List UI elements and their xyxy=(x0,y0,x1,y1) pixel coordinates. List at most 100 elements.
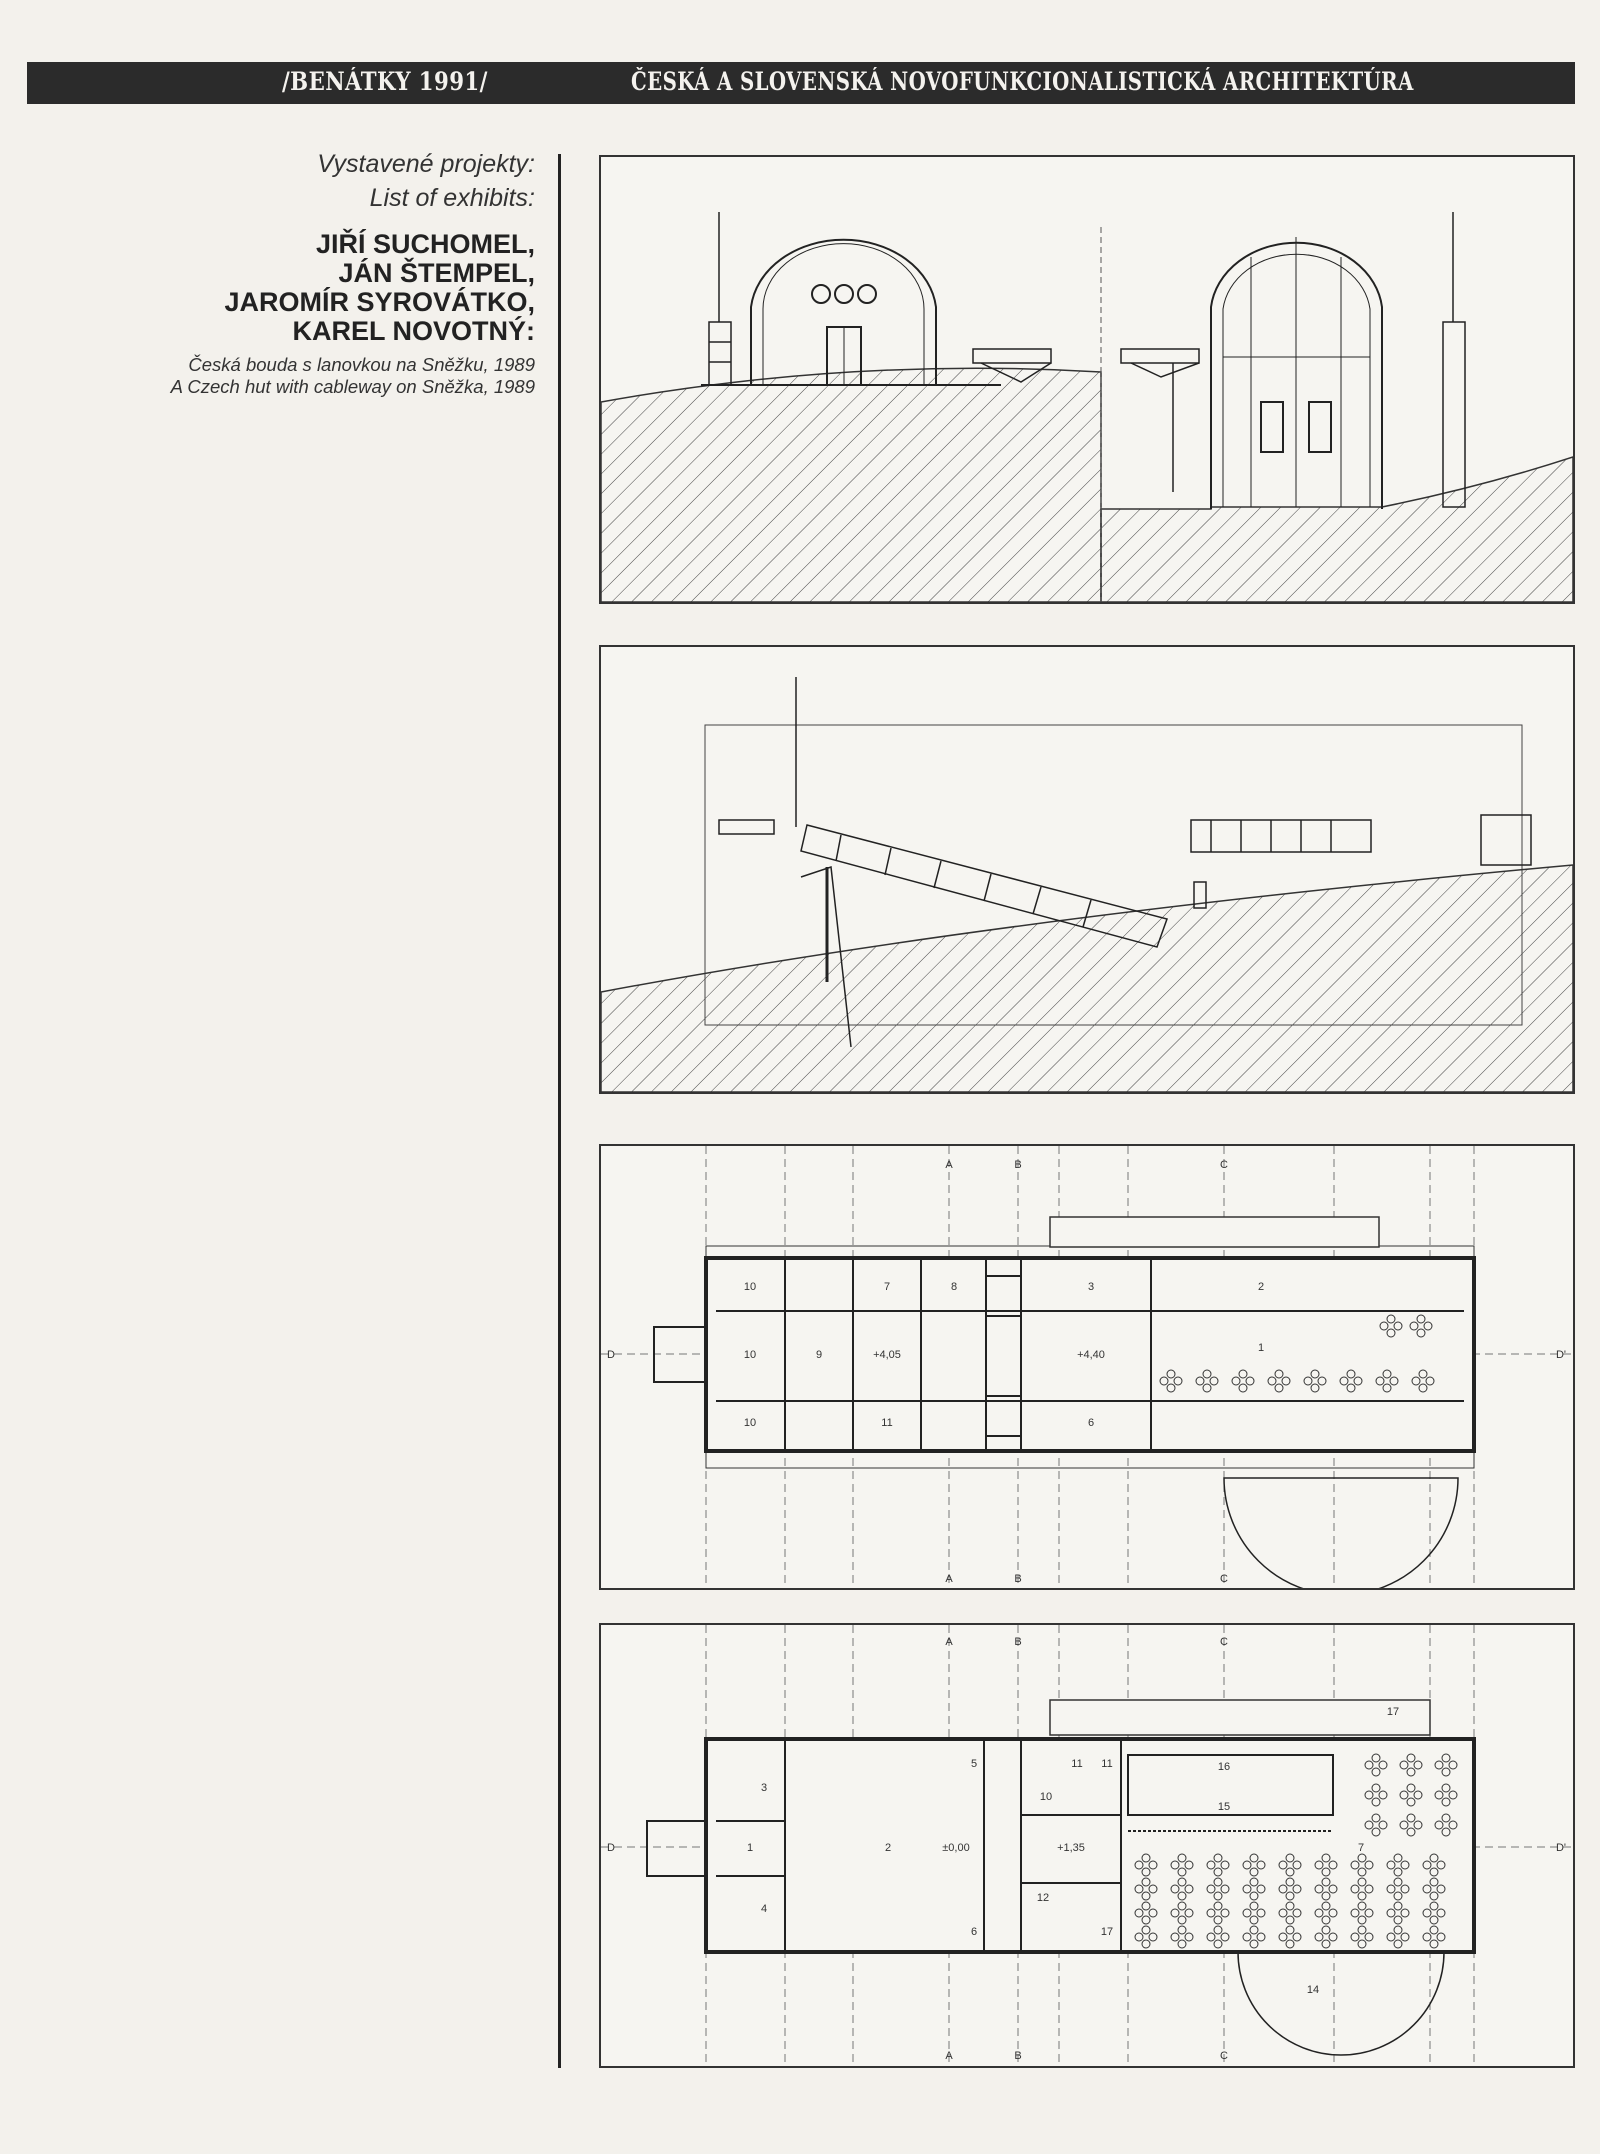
table-chairs-icon xyxy=(1242,1901,1266,1925)
room-number: 1 xyxy=(1258,1342,1264,1354)
table-chairs-icon xyxy=(1350,1877,1374,1901)
table-chairs-icon xyxy=(1314,1877,1338,1901)
table-groups xyxy=(1159,1314,1435,1393)
room-number: 17 xyxy=(1387,1706,1399,1718)
table-chairs-icon xyxy=(1386,1853,1410,1877)
axis-label-b: B xyxy=(1014,1636,1021,1648)
table-chairs-icon xyxy=(1434,1753,1458,1777)
table-chairs-icon xyxy=(1278,1925,1302,1949)
room-number: 1 xyxy=(747,1842,753,1854)
author-name: JÁN ŠTEMPEL, xyxy=(338,258,535,288)
table-chairs-icon xyxy=(1386,1901,1410,1925)
table-chairs-icon xyxy=(1350,1853,1374,1877)
room-number: 10 xyxy=(744,1281,756,1293)
table-chairs-icon xyxy=(1242,1925,1266,1949)
table-chairs-icon xyxy=(1159,1369,1183,1393)
windows xyxy=(718,814,1532,909)
room-number: 4 xyxy=(761,1903,767,1915)
slope-ground xyxy=(601,864,1573,1092)
table-chairs-icon xyxy=(1350,1925,1374,1949)
room-number: 2 xyxy=(885,1842,891,1854)
section-label-d2: D' xyxy=(1556,1349,1566,1361)
level-mark: ±0,00 xyxy=(942,1842,969,1854)
axis-label-c: C xyxy=(1220,2050,1228,2062)
ground-plan-svg: A B C A B C D D' 3 1 4 2 ±0,00 5 6 11 11… xyxy=(601,1625,1573,2066)
table-chairs-icon xyxy=(1303,1369,1327,1393)
table-chairs-icon xyxy=(1278,1901,1302,1925)
axis-label-b: B xyxy=(1014,1159,1021,1171)
pylon-right xyxy=(1442,212,1466,508)
table-chairs-icon xyxy=(1422,1877,1446,1901)
walls xyxy=(716,1739,1334,1952)
project-title-en: A Czech hut with cableway on Sněžka, 198… xyxy=(170,376,535,397)
project-title-cz: Česká bouda s lanovkou na Sněžku, 1989 xyxy=(188,354,535,375)
table-chairs-icon xyxy=(1379,1314,1403,1338)
room-number: 9 xyxy=(816,1349,822,1361)
table-chairs-icon xyxy=(1364,1813,1388,1837)
table-chairs-icon xyxy=(1278,1853,1302,1877)
table-chairs-icon xyxy=(1434,1783,1458,1807)
drawing-longitudinal-section xyxy=(599,645,1575,1094)
section-svg xyxy=(601,677,1573,1092)
terrace-semicircle xyxy=(1237,1951,1445,2056)
axis-label-a: A xyxy=(945,1573,953,1585)
room-number: 11 xyxy=(1071,1758,1082,1770)
table-chairs-icon xyxy=(1375,1369,1399,1393)
room-number: 14 xyxy=(1307,1984,1319,1996)
table-chairs-icon xyxy=(1386,1925,1410,1949)
room-number: 7 xyxy=(884,1281,890,1293)
exhibits-label-cz: Vystavené projekty: xyxy=(317,150,535,178)
table-chairs-icon xyxy=(1134,1925,1158,1949)
room-number: 11 xyxy=(881,1417,892,1429)
level-mark: +4,40 xyxy=(1077,1349,1105,1361)
room-number: 15 xyxy=(1218,1801,1230,1813)
table-chairs-icon xyxy=(1350,1901,1374,1925)
table-chairs-icon xyxy=(1170,1901,1194,1925)
axis-label-a: A xyxy=(945,2050,953,2062)
table-chairs-icon xyxy=(1231,1369,1255,1393)
author-list: JIŘÍ SUCHOMEL, JÁN ŠTEMPEL, JAROMÍR SYRO… xyxy=(224,230,535,346)
table-chairs-icon xyxy=(1195,1369,1219,1393)
table-chairs-icon xyxy=(1206,1877,1230,1901)
author-name: JIŘÍ SUCHOMEL, xyxy=(315,229,535,259)
table-chairs-icon xyxy=(1314,1925,1338,1949)
table-chairs-icon xyxy=(1422,1925,1446,1949)
table-chairs-icon xyxy=(1364,1753,1388,1777)
table-chairs-icon xyxy=(1399,1813,1423,1837)
table-chairs-icon xyxy=(1434,1813,1458,1837)
room-number: 8 xyxy=(951,1281,957,1293)
table-chairs-icon xyxy=(1206,1925,1230,1949)
table-chairs-icon xyxy=(1170,1877,1194,1901)
table-chairs-icon xyxy=(1242,1877,1266,1901)
section-label-d: D xyxy=(607,1842,615,1854)
table-chairs-icon xyxy=(1206,1901,1230,1925)
ground-right xyxy=(1100,456,1573,602)
table-chairs-icon xyxy=(1399,1753,1423,1777)
table-chairs-icon xyxy=(1314,1901,1338,1925)
table-chairs-icon xyxy=(1242,1853,1266,1877)
dome-left xyxy=(701,238,1001,386)
axis-label-c: C xyxy=(1220,1573,1228,1585)
table-chairs-icon xyxy=(1339,1369,1363,1393)
walls xyxy=(716,1258,1464,1451)
column-divider xyxy=(558,154,561,2068)
upper-plan-svg: A B C A B C D D' 10 10 10 9 +4,05 7 8 3 … xyxy=(601,1146,1573,1588)
room-number: 2 xyxy=(1258,1281,1264,1293)
drawing-ground-floor-plan: A B C A B C D D' 3 1 4 2 ±0,00 5 6 11 11… xyxy=(599,1623,1575,2068)
room-number: 3 xyxy=(761,1782,767,1794)
room-number: 10 xyxy=(744,1417,756,1429)
hill-left xyxy=(601,367,1102,602)
table-chairs-icon xyxy=(1170,1925,1194,1949)
room-number: 6 xyxy=(1088,1417,1094,1429)
axis-label-a: A xyxy=(945,1636,953,1648)
level-mark: +1,35 xyxy=(1057,1842,1085,1854)
drawing-upper-floor-plan: A B C A B C D D' 10 10 10 9 +4,05 7 8 3 … xyxy=(599,1144,1575,1590)
axis-label-c: C xyxy=(1220,1636,1228,1648)
inclined-cableway xyxy=(795,677,1168,1048)
room-number: 5 xyxy=(971,1758,977,1770)
room-number: 12 xyxy=(1037,1892,1049,1904)
table-chairs-icon xyxy=(1422,1853,1446,1877)
drawing-elevation-section xyxy=(599,155,1575,604)
section-label-d: D xyxy=(607,1349,615,1361)
author-name: JAROMÍR SYROVÁTKO, xyxy=(224,287,535,317)
